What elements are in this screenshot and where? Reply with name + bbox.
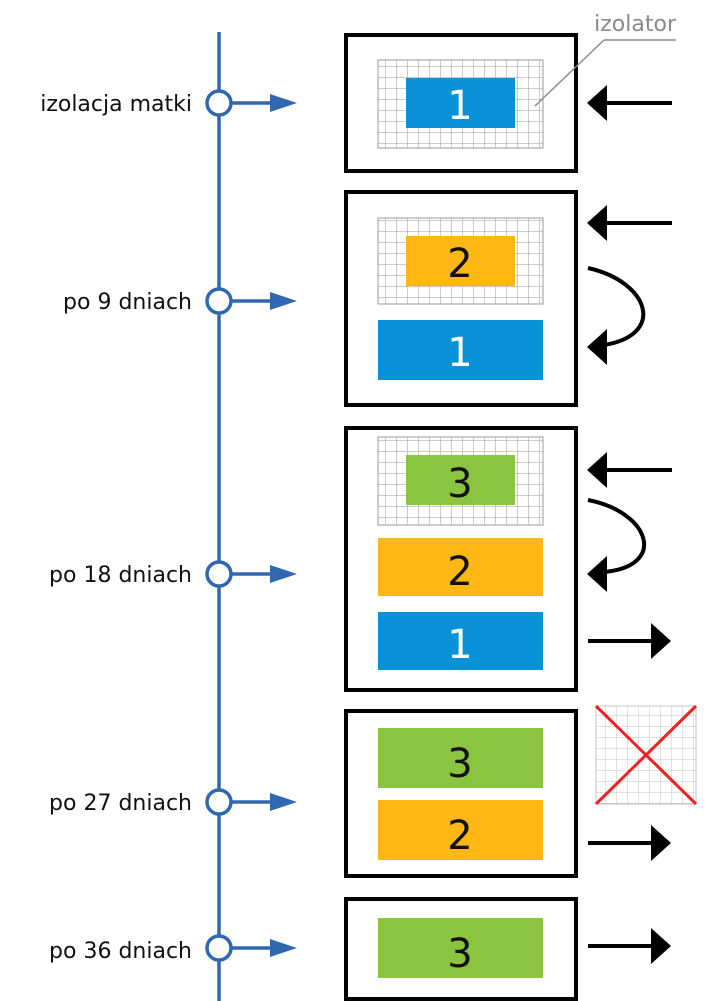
stage-3-in-arrow-head	[587, 452, 607, 488]
comb-3-green	[378, 918, 543, 978]
stage-3-node	[205, 560, 233, 588]
comb-1-number: 1	[447, 622, 472, 668]
stage-3: po 18 dniach 3 2 1	[49, 426, 672, 692]
stage-2-in-arrow-head	[587, 205, 607, 241]
isolator-leader-line	[534, 39, 605, 107]
comb-2-number: 2	[447, 241, 472, 287]
stage-2: po 9 dniach 2 1	[63, 190, 672, 407]
stage-4-label: po 27 dniach	[49, 791, 192, 816]
stage-5-node	[205, 934, 233, 962]
stage-4: po 27 dniach 3 2	[49, 704, 698, 878]
stage-4-node	[205, 788, 233, 816]
comb-3-number: 3	[447, 931, 472, 977]
stage-5-label: po 36 dniach	[49, 939, 192, 964]
comb-1-blue	[378, 320, 543, 380]
stage-4-pointer-head	[270, 793, 297, 811]
stage-3-label: po 18 dniach	[49, 563, 192, 588]
comb-2-number: 2	[447, 549, 472, 595]
comb-1-blue	[378, 612, 543, 670]
stage-2-move-arrow-head	[587, 329, 607, 365]
stage-1: izolacja matki 1 izolator	[40, 12, 677, 173]
stage-1-node	[205, 89, 233, 117]
stage-1-label: izolacja matki	[40, 92, 192, 117]
stage-2-move-arrow-curve	[587, 266, 646, 347]
comb-2-orange	[378, 538, 543, 596]
removed-isolator-cross-2	[594, 704, 698, 806]
stage-5-pointer-head	[270, 939, 297, 957]
comb-1-blue	[406, 78, 515, 128]
stage-3-move-arrow-curve	[587, 498, 647, 574]
stage-2-label: po 9 dniach	[63, 290, 192, 315]
stage-2-pointer-head	[270, 292, 297, 310]
comb-3-green	[406, 455, 515, 505]
comb-2-number: 2	[447, 813, 472, 859]
stage-3-move-arrow-head	[587, 556, 607, 592]
comb-3-number: 3	[447, 461, 472, 507]
stage-5-out-arrow-head	[651, 928, 671, 964]
comb-2-orange	[406, 236, 515, 286]
comb-3-number: 3	[447, 741, 472, 787]
stage-4-out-arrow-head	[651, 825, 671, 861]
comb-1-number: 1	[447, 83, 472, 129]
stage-3-pointer-head	[270, 565, 297, 583]
stage-3-out-arrow-head	[651, 623, 671, 659]
isolator-label: izolator	[594, 12, 677, 37]
comb-3-green	[378, 728, 543, 788]
stage-1-in-arrow-head	[587, 85, 607, 121]
comb-1-number: 1	[447, 330, 472, 376]
comb-2-orange	[378, 800, 543, 860]
stage-2-node	[205, 287, 233, 315]
stage-5: po 36 dniach 3	[49, 897, 671, 1001]
stage-1-pointer-head	[270, 94, 297, 112]
